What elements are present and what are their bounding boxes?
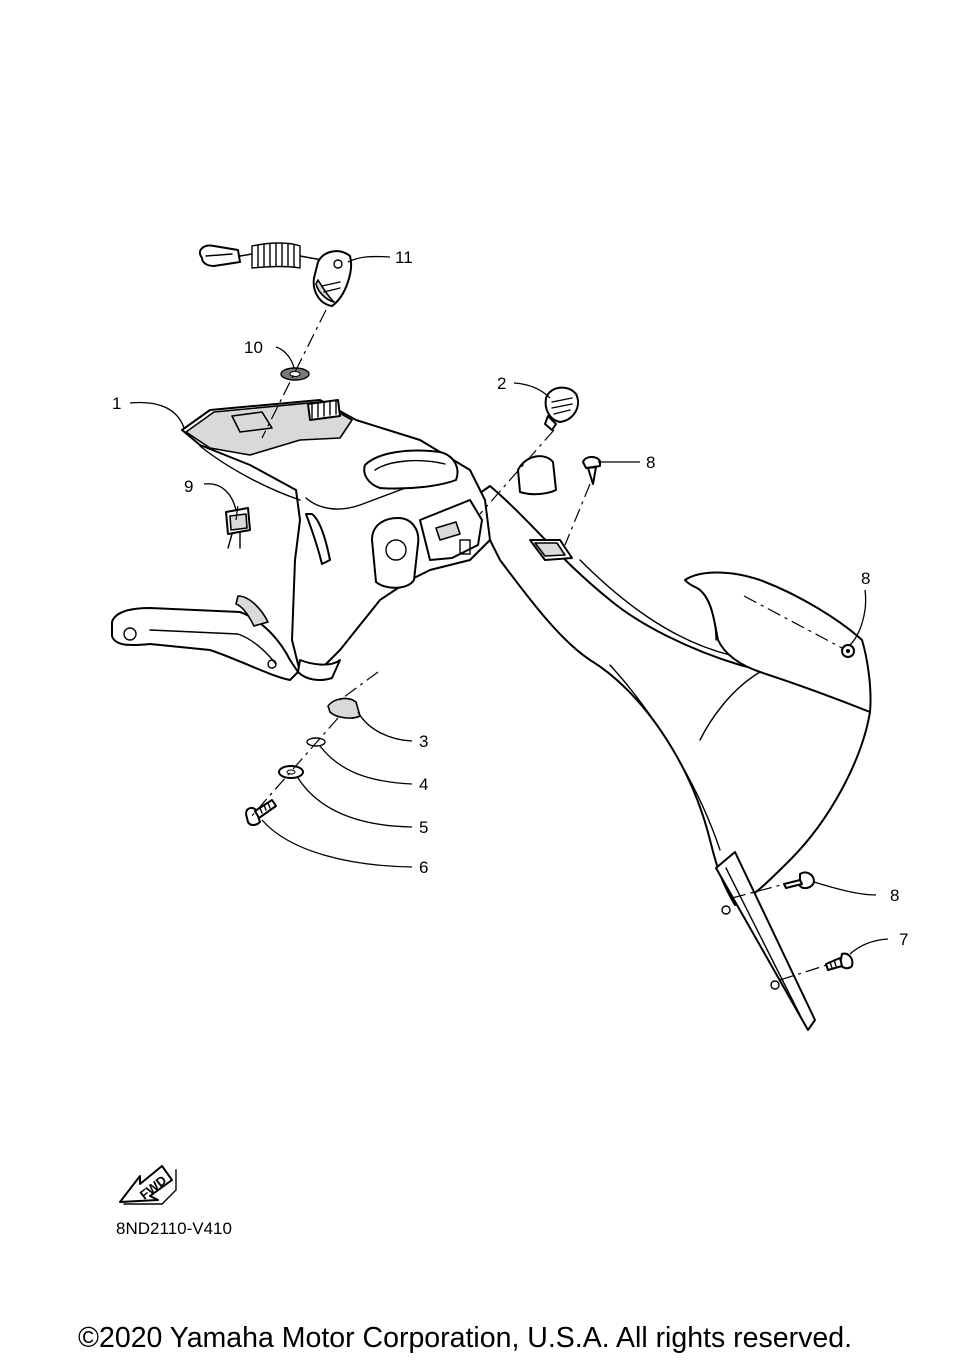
callout-3: 3 [419,732,428,751]
leader-lines [129,255,889,955]
main-cover [111,399,491,681]
callout-9: 9 [184,477,193,496]
callout-8-right: 8 [861,569,870,588]
coil-spring [251,242,301,269]
callout-7: 7 [899,930,908,949]
callout-8-lower: 8 [890,886,899,905]
lanyard-cord [198,242,352,307]
fastener-8-right [841,644,855,658]
callout-8-top: 8 [646,453,655,472]
o-ring-4 [306,737,326,747]
callout-2: 2 [497,374,506,393]
connector-9 [225,507,251,549]
assembly-lines [235,309,843,981]
copyright-notice: ©2020 Yamaha Motor Corporation, U.S.A. A… [78,1322,852,1354]
diagram-code: 8ND2110-V410 [116,1219,232,1238]
screw-7 [825,952,854,971]
clip-3 [327,697,361,719]
callout-11: 11 [395,248,413,267]
fastener-8-lower [783,871,815,890]
callout-1: 1 [112,394,121,413]
top-spring [307,399,341,421]
callout-6: 6 [419,858,428,877]
callout-labels: 11 10 1 2 8 8 9 3 4 5 6 8 7 [112,248,908,949]
knob-cap-2 [544,386,579,431]
callout-4: 4 [419,775,428,794]
callout-5: 5 [419,818,428,837]
fwd-arrow-icon: FWD [119,1165,177,1205]
bolt-6 [245,799,277,826]
fastener-8-top [582,456,601,485]
callout-10: 10 [244,338,263,357]
side-panel [469,455,872,1031]
